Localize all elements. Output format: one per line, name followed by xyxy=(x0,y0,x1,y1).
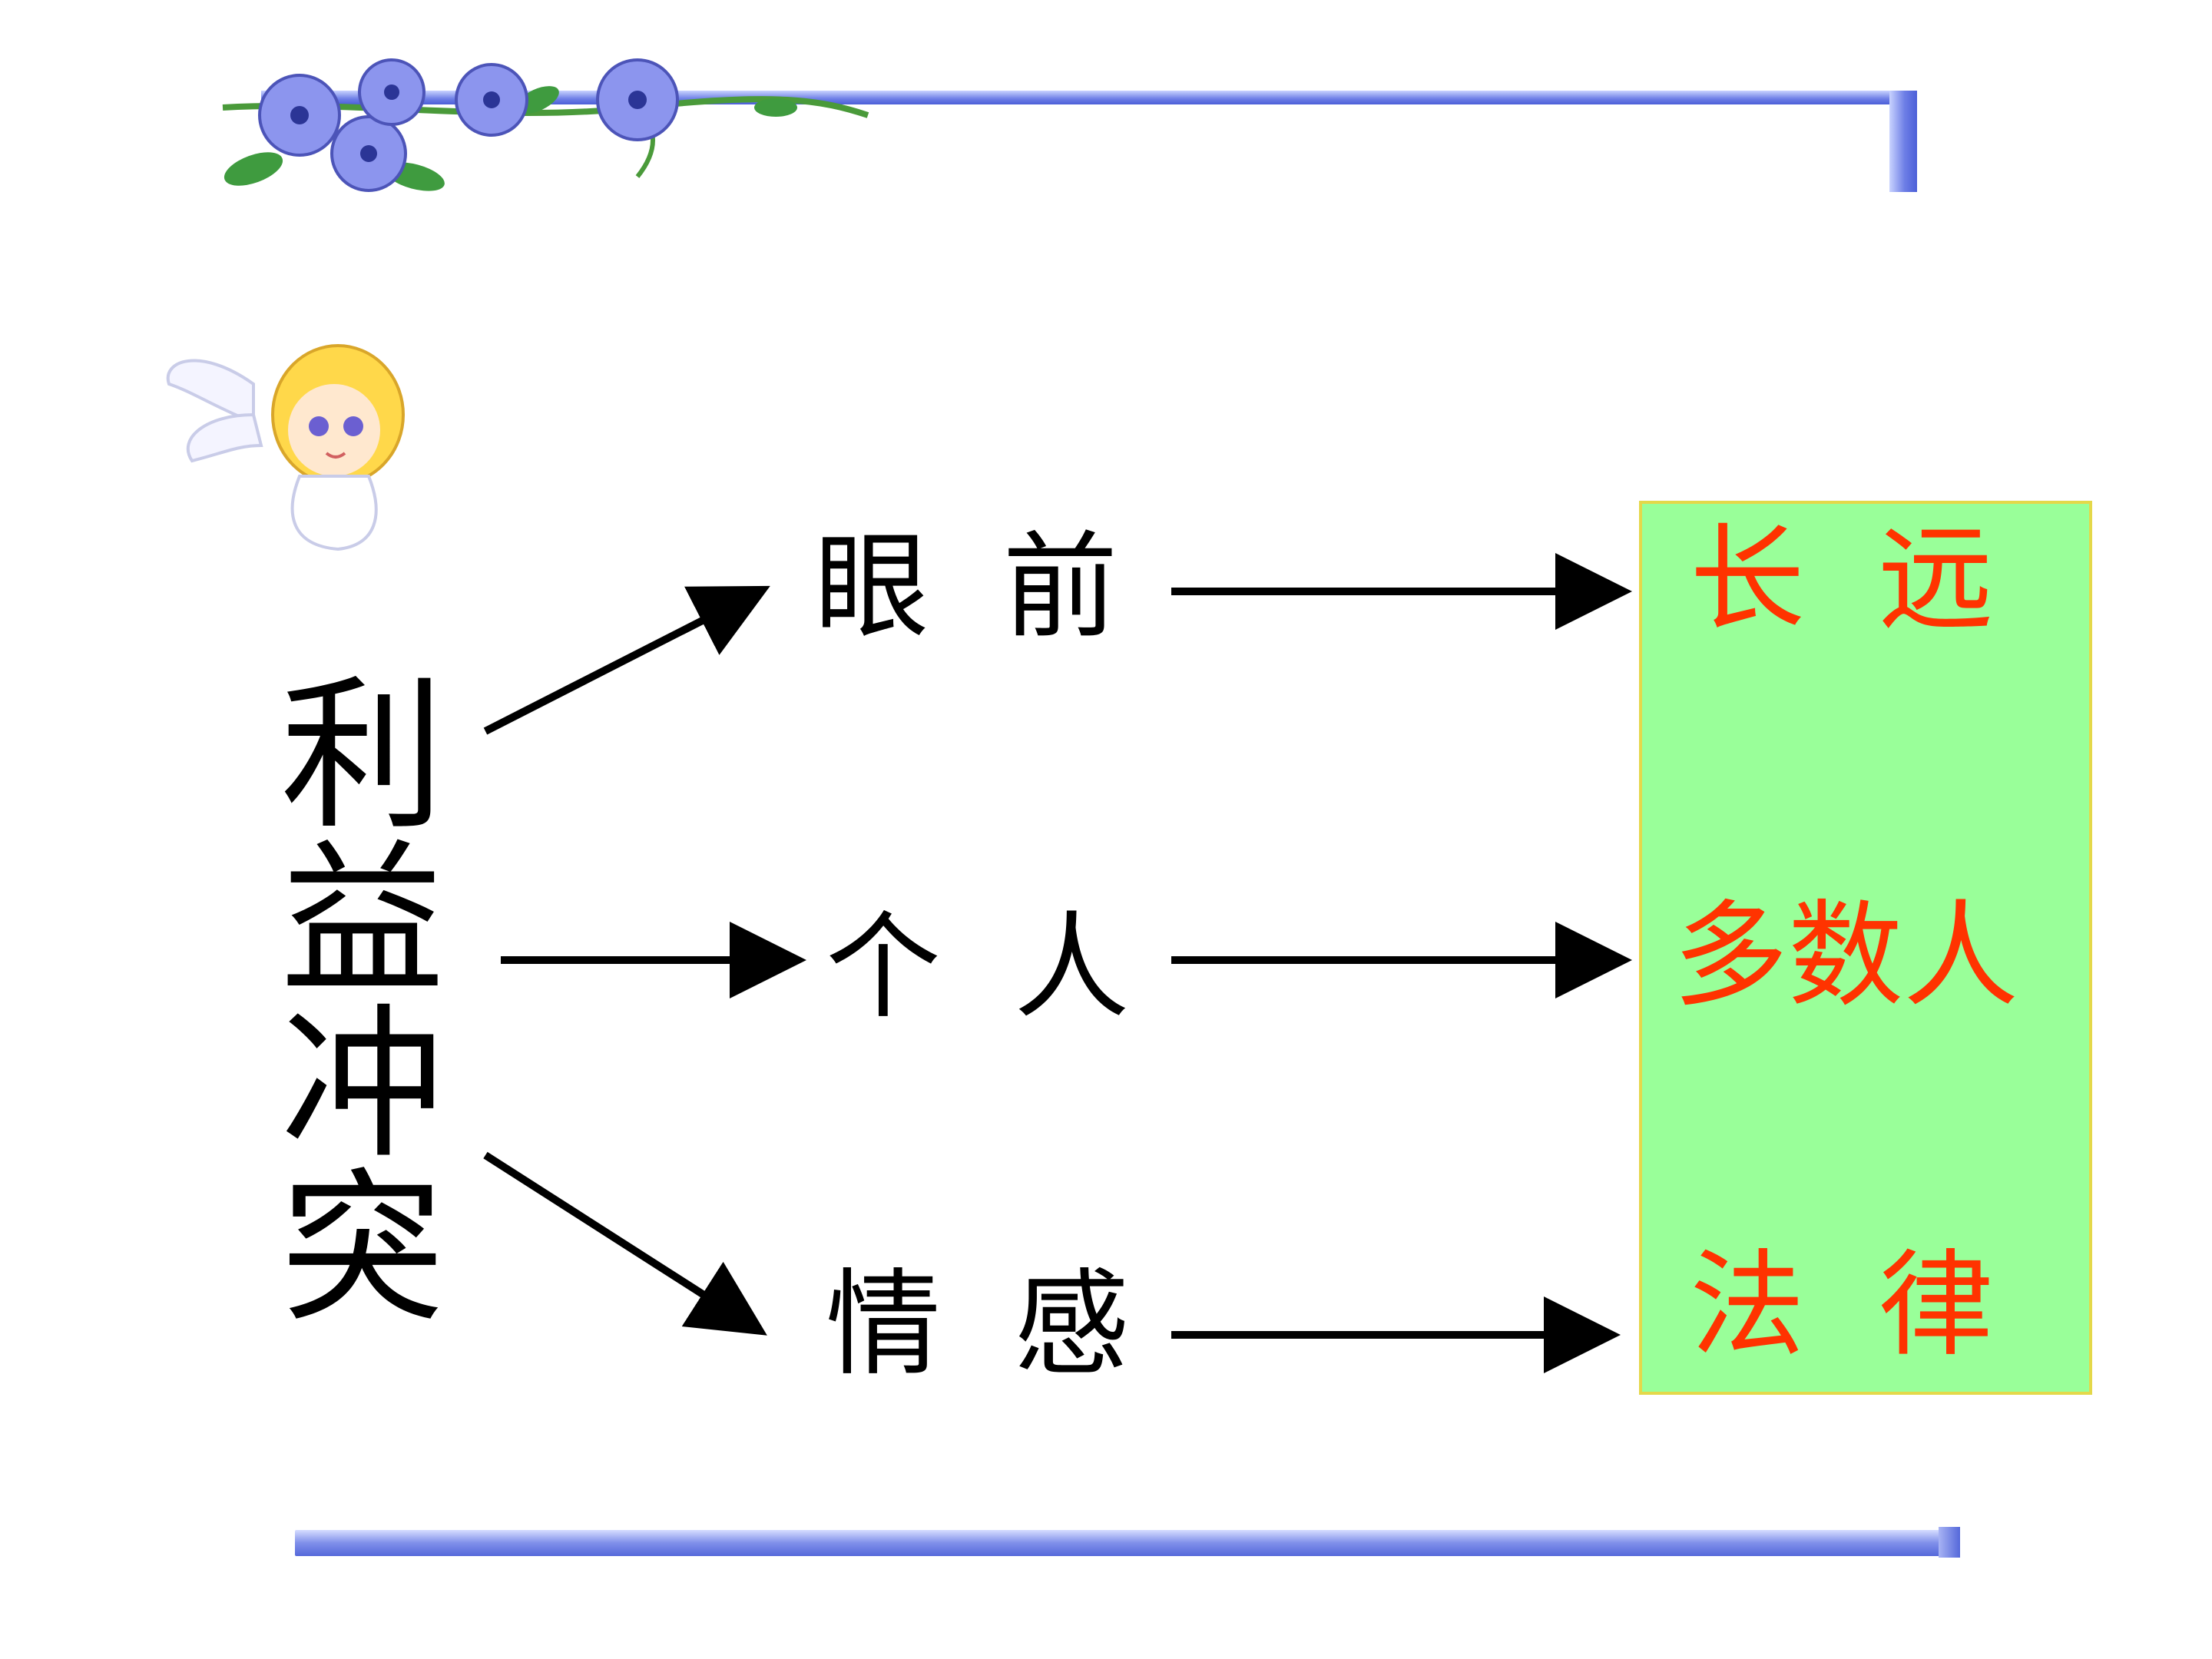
bottom-frame-cap xyxy=(1939,1527,1960,1558)
right-frame-bar xyxy=(1889,91,1917,192)
middle-label-3: 情 感 xyxy=(826,1258,1130,1392)
bottom-frame-bar xyxy=(295,1530,1960,1556)
result-box xyxy=(1639,501,2092,1395)
result-label-2: 多数人 xyxy=(1673,889,2019,1023)
source-label: 利益冲突 xyxy=(252,668,443,1326)
middle-label-2: 个 人 xyxy=(826,901,1130,1035)
flower-vine-icon xyxy=(222,58,869,192)
result-label-1: 长 远 xyxy=(1690,513,1994,647)
arrow-source-to-middle-3 xyxy=(483,1151,767,1336)
angel-icon xyxy=(166,344,405,551)
arrow-source-to-middle-1 xyxy=(483,585,770,735)
middle-label-1: 眼 前 xyxy=(814,521,1118,654)
result-label-3: 法 律 xyxy=(1690,1239,1994,1373)
